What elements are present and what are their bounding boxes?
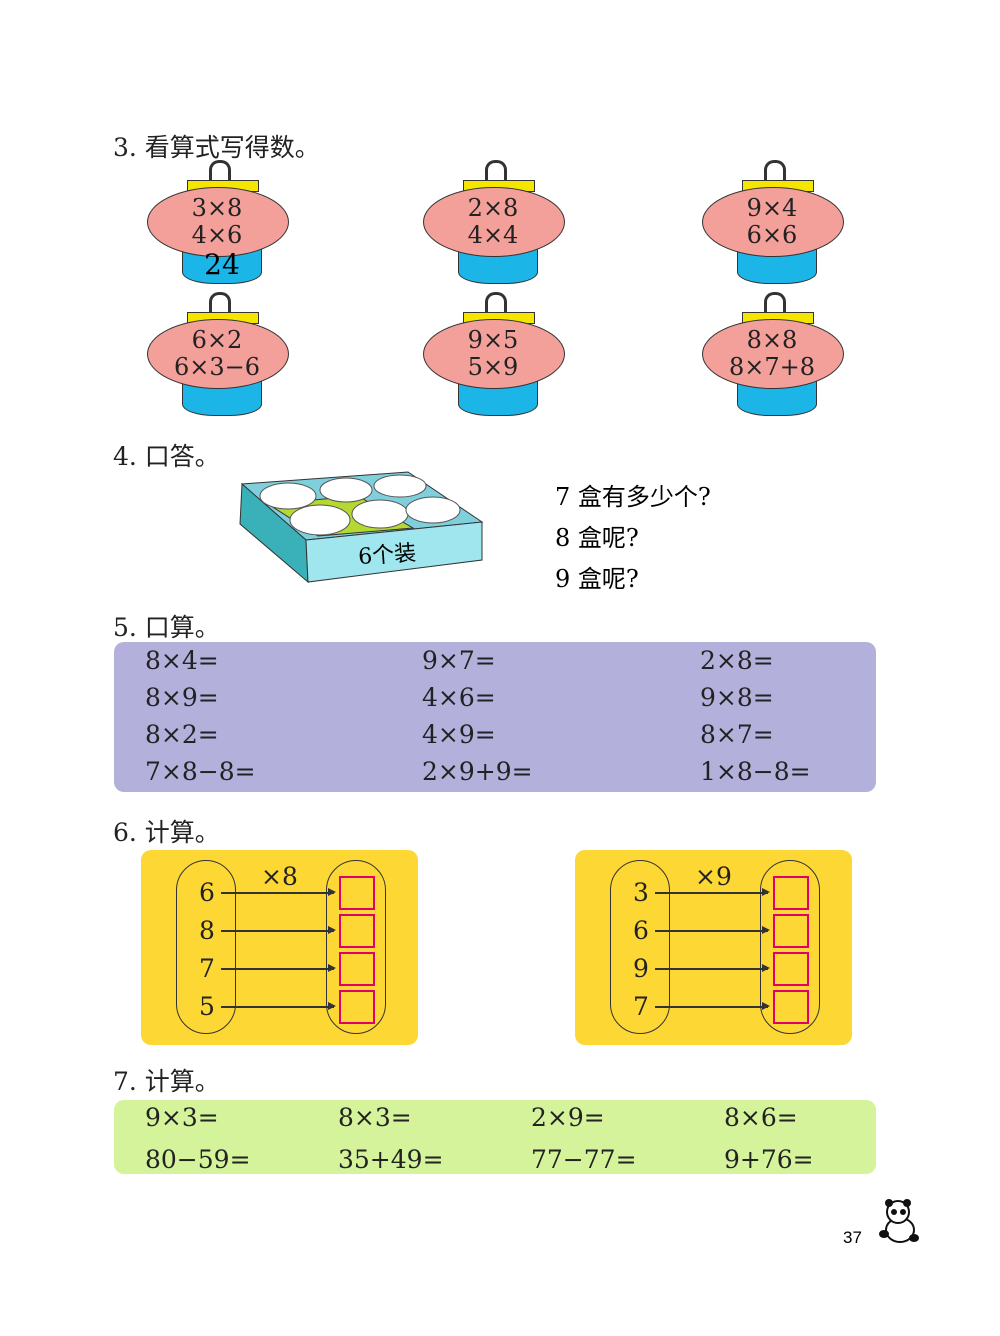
hook-icon <box>209 292 231 313</box>
lantern-equation-top: 2×8 <box>467 194 519 222</box>
box-label: 6个装 <box>357 541 417 570</box>
lantern-body <box>423 319 565 389</box>
problem: 8×2= <box>145 720 219 749</box>
problem: 8×3= <box>338 1103 412 1132</box>
problem: 1×8−8= <box>700 757 811 786</box>
input-number: 8 <box>199 916 215 945</box>
lantern-equation-top: 9×4 <box>746 194 798 222</box>
question: 7 盒有多少个? <box>555 483 711 511</box>
lantern-body <box>423 187 565 257</box>
answer-box[interactable] <box>339 990 375 1024</box>
q6-heading: 6. 计算。 <box>113 818 220 847</box>
hook-icon <box>485 160 507 181</box>
lantern-equation-top: 3×8 <box>191 194 243 222</box>
arrow <box>221 1003 336 1009</box>
answer-box[interactable] <box>773 914 809 948</box>
problem: 4×6= <box>422 683 496 712</box>
q7-panel <box>114 1100 876 1174</box>
lantern-equation-top: 6×2 <box>191 326 243 354</box>
arrow <box>655 1003 770 1009</box>
problem: 4×9= <box>422 720 496 749</box>
problem: 8×7= <box>700 720 774 749</box>
arrow <box>221 889 336 895</box>
lantern-body <box>702 319 844 389</box>
input-number: 7 <box>633 992 649 1021</box>
lantern-body <box>147 319 289 389</box>
arrow <box>221 927 336 933</box>
page-number: 37 <box>843 1228 862 1247</box>
problem: 2×9= <box>531 1103 605 1132</box>
q7-heading: 7. 计算。 <box>113 1067 220 1096</box>
egg-box-illustration <box>239 471 484 584</box>
arrow <box>655 889 770 895</box>
q3-heading: 3. 看算式写得数。 <box>113 133 320 162</box>
problem: 9×7= <box>422 646 496 675</box>
lantern-equation-bottom: 6×6 <box>746 221 798 249</box>
problem: 8×9= <box>145 683 219 712</box>
arrow <box>221 965 336 971</box>
answer-box[interactable] <box>773 990 809 1024</box>
answer-box[interactable] <box>773 876 809 910</box>
lantern-equation-bottom: 8×7+8 <box>728 353 816 381</box>
q5-heading: 5. 口算。 <box>113 613 220 642</box>
input-number: 5 <box>199 992 215 1021</box>
operator-label: ×9 <box>695 862 732 891</box>
lantern-equation-top: 9×5 <box>467 326 519 354</box>
lantern-answer-field[interactable]: 24 <box>204 248 240 281</box>
question: 8 盒呢? <box>555 524 639 552</box>
input-oval <box>176 860 236 1034</box>
answer-box[interactable] <box>339 952 375 986</box>
lantern-body <box>147 187 289 257</box>
lantern-equation-bottom: 5×9 <box>467 353 519 381</box>
lantern-body <box>702 187 844 257</box>
input-number: 3 <box>633 878 649 907</box>
problem: 77−77= <box>531 1145 637 1174</box>
answer-box[interactable] <box>339 914 375 948</box>
problem: 7×8−8= <box>145 757 256 786</box>
lantern-equation-bottom: 4×4 <box>467 221 519 249</box>
lantern-equation-bottom: 6×3−6 <box>173 353 261 381</box>
answer-box[interactable] <box>773 952 809 986</box>
output-oval <box>760 860 820 1034</box>
problem: 2×9+9= <box>422 757 533 786</box>
input-number: 9 <box>633 954 649 983</box>
answer-box[interactable] <box>339 876 375 910</box>
q4-questions: 7 盒有多少个? 8 盒呢? 9 盒呢? <box>555 477 711 600</box>
input-number: 7 <box>199 954 215 983</box>
lantern-equation-top: 8×8 <box>746 326 798 354</box>
input-oval <box>610 860 670 1034</box>
problem: 9×3= <box>145 1103 219 1132</box>
input-number: 6 <box>633 916 649 945</box>
operator-label: ×8 <box>261 862 298 891</box>
problem: 80−59= <box>145 1145 251 1174</box>
problem: 9×8= <box>700 683 774 712</box>
problem: 8×4= <box>145 646 219 675</box>
lantern-equation-bottom: 4×6 <box>191 221 243 249</box>
problem: 9+76= <box>724 1145 814 1174</box>
q5-panel <box>114 642 876 792</box>
hook-icon <box>209 160 231 181</box>
q4-heading: 4. 口答。 <box>113 442 220 471</box>
hook-icon <box>764 160 786 181</box>
arrow <box>655 927 770 933</box>
input-number: 6 <box>199 878 215 907</box>
hook-icon <box>485 292 507 313</box>
problem: 8×6= <box>724 1103 798 1132</box>
problem: 35+49= <box>338 1145 444 1174</box>
panda-icon <box>879 1199 919 1243</box>
question: 9 盒呢? <box>555 565 639 593</box>
hook-icon <box>764 292 786 313</box>
arrow <box>655 965 770 971</box>
problem: 2×8= <box>700 646 774 675</box>
output-oval <box>326 860 386 1034</box>
